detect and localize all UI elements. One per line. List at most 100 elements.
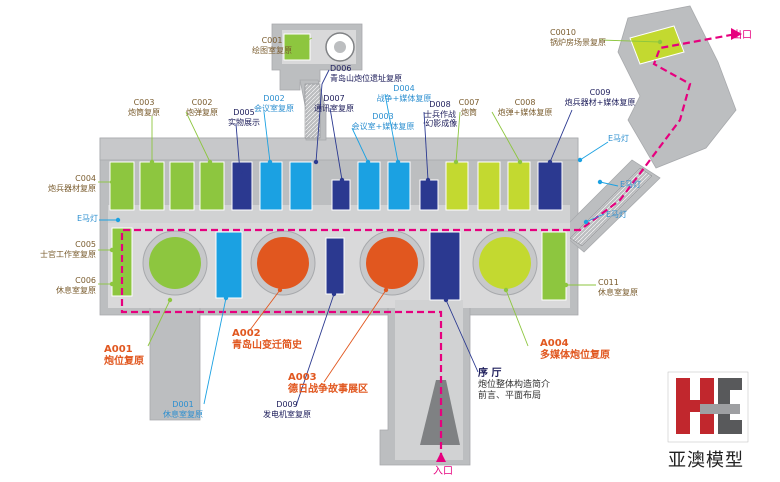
c0010-building-wall (617, 5, 737, 169)
label-c004-code: C004 (75, 174, 96, 183)
label-d009: D009 发电机室复原 (252, 400, 322, 419)
label-d006-code: D006 (330, 64, 352, 73)
room-c002 (199, 161, 225, 211)
room-d001 (215, 231, 243, 299)
visitor-route (120, 32, 737, 460)
leader-lines (98, 37, 661, 407)
label-c009: C009 炮兵器材+媒体复原 (560, 88, 640, 107)
label-c004-name: 炮兵器材复原 (48, 183, 96, 193)
emplacement-a004 (479, 237, 531, 289)
label-d008-name2: ·幻影成像 (422, 119, 458, 129)
emplacement-a001 (149, 237, 201, 289)
label-d001-code: D001 (172, 400, 194, 409)
label-d002-name: 会议室复原 (254, 103, 294, 113)
label-d005-name: 实物展示 (228, 117, 260, 127)
label-c011: C011 休息室复原 (598, 278, 638, 297)
label-a004: A004 多媒体炮位复原 (540, 338, 610, 362)
label-a002-code: A002 (232, 328, 261, 339)
label-d009-name: 发电机室复原 (263, 409, 311, 419)
label-d007-name: 通讯室复原 (314, 103, 354, 113)
room-c007 (445, 161, 469, 211)
entrance-arrow-head (436, 452, 446, 462)
label-e-light-1: E马灯 (608, 134, 630, 143)
label-c007: C007 炮筒 (452, 98, 486, 117)
room-c008b (507, 161, 531, 211)
emplacement-a002 (257, 237, 309, 289)
upper-rooms-wall (99, 137, 579, 161)
label-a004-name: 多媒体炮位复原 (540, 350, 610, 361)
room-d008 (419, 179, 439, 211)
label-c011-name: 休息室复原 (598, 287, 638, 297)
label-d004-code: D004 (393, 84, 415, 93)
label-d009-code: D009 (276, 400, 298, 409)
label-d003-code: D003 (372, 112, 394, 121)
room-c009 (537, 161, 563, 211)
room-d009 (325, 237, 345, 295)
label-e-light-2: E马灯 (620, 180, 642, 189)
room-c003 (139, 161, 165, 211)
label-c006: C006 休息室复原 (18, 276, 96, 295)
room-d002 (259, 161, 283, 211)
label-d002: D002 会议室复原 (246, 94, 302, 113)
room-c003b (169, 161, 195, 211)
label-a004-code: A004 (540, 338, 569, 349)
exit-arrow-head (731, 28, 742, 40)
label-c005-code: C005 (75, 240, 96, 249)
label-preface-line2: 前言、平面布局 (478, 390, 542, 401)
label-c006-name: 休息室复原 (56, 285, 96, 295)
label-c002-name: 炮弹复原 (186, 107, 218, 117)
room-c008a (477, 161, 501, 211)
room-d003 (357, 161, 381, 211)
label-c002-code: C002 (191, 98, 213, 107)
label-c009-code: C009 (589, 88, 611, 97)
label-c004: C004 炮兵器材复原 (18, 174, 96, 193)
label-c0010-name: 锅炉房场景复原 (550, 37, 606, 47)
label-c0010: C0010 锅炉房场景复原 (550, 28, 606, 47)
label-c007-code: C007 (458, 98, 480, 107)
label-c003-name: 炮筒复原 (128, 107, 160, 117)
logo-text: 亚澳模型 (668, 450, 744, 471)
label-c001-code: C001 (261, 36, 283, 45)
label-c001: C001 绘图室复原 (232, 36, 312, 55)
room-d007 (331, 179, 351, 211)
label-d005: D005 实物展示 (222, 108, 266, 127)
label-a003: A003 德日战争故事展区 (288, 372, 368, 396)
label-a001-code: A001 (104, 344, 133, 355)
label-e-light-left: E马灯 (76, 214, 98, 223)
label-d008-name: 士兵作战 (424, 109, 456, 119)
room-preface (429, 231, 461, 301)
label-preface-line1: 炮位整体构造简介 (478, 380, 551, 390)
room-d006 (289, 161, 313, 211)
label-exit: 出口 (732, 30, 752, 41)
label-d008: D008 士兵作战 ·幻影成像 (418, 100, 462, 129)
label-a001-name: 炮位复原 (104, 356, 144, 367)
label-d007-code: D007 (323, 94, 345, 103)
c001-rotunda-inner (334, 41, 346, 53)
leader-dots (109, 39, 663, 303)
label-d008-code: D008 (429, 100, 451, 109)
label-a002-name: 青岛山变迁简史 (232, 340, 302, 351)
label-preface-title: 序 厅 (478, 368, 502, 379)
gun-emplacements (142, 230, 538, 296)
label-a001: A001 炮位复原 (104, 344, 144, 368)
label-entrance: 入口 (433, 466, 453, 477)
label-c005: C005 士官工作室复原 (18, 240, 96, 259)
label-c011-code: C011 (598, 278, 619, 287)
logo-mark (667, 371, 749, 443)
label-c008-code: C008 (514, 98, 536, 107)
label-d004-name: 战争+媒体复原 (376, 93, 432, 103)
label-d006-name: 青岛山炮位遗址复原 (330, 73, 402, 83)
room-d005 (231, 161, 253, 211)
room-c0010 (629, 25, 685, 65)
label-c006-code: C006 (75, 276, 96, 285)
room-c011 (541, 231, 567, 301)
label-c009-name: 炮兵器材+媒体复原 (564, 97, 636, 107)
label-d001: D001 休息室复原 (148, 400, 218, 419)
label-c0010-code: C0010 (550, 28, 576, 37)
label-d003-name: 会议室+媒体复原 (351, 121, 415, 131)
label-d006: D006 青岛山炮位遗址复原 (330, 64, 402, 83)
label-c003: C003 炮筒复原 (122, 98, 166, 117)
label-e-light-3: E马灯 (606, 210, 628, 219)
